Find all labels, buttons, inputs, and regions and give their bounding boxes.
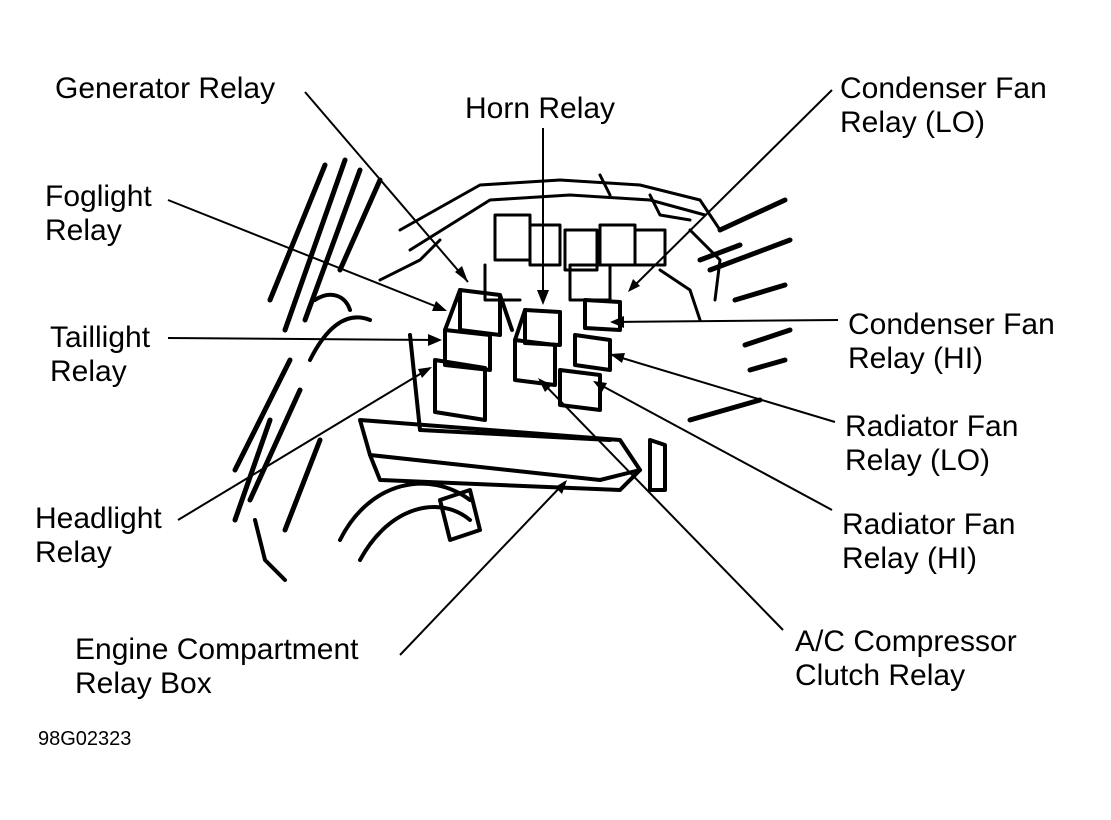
taillight-leader bbox=[167, 337, 441, 341]
fender-shading bbox=[232, 157, 383, 533]
generator-relay-label: Generator Relay bbox=[55, 72, 276, 105]
ac-compressor-leader bbox=[539, 379, 784, 631]
condenser-hi-leader bbox=[611, 319, 839, 323]
horn-relay-label: Horn Relay bbox=[465, 92, 616, 125]
headlight-leader bbox=[177, 367, 431, 521]
leader-lines bbox=[167, 89, 839, 656]
radiator-lo-leader bbox=[611, 354, 836, 423]
generator-leader bbox=[304, 91, 469, 283]
condenser-fan-relay-hi-label: Condenser Fan Relay (HI) bbox=[848, 308, 1055, 375]
arrowheads bbox=[418, 266, 640, 494]
condenser-fan-relay-lo-label: Condenser Fan Relay (LO) bbox=[840, 72, 1047, 139]
condenser-lo-leader bbox=[629, 89, 833, 291]
radiator-fan-relay-lo-label: Radiator Fan Relay (LO) bbox=[845, 410, 1019, 477]
engine-compartment-relay-box-label: Engine Compartment Relay Box bbox=[75, 633, 359, 700]
right-relay-stack bbox=[558, 298, 622, 412]
left-relay-stack bbox=[433, 288, 514, 422]
cowl-outline bbox=[378, 173, 722, 302]
radiator-fan-relay-hi-label: Radiator Fan Relay (HI) bbox=[842, 508, 1016, 575]
lower-hoses bbox=[253, 292, 667, 582]
radiator-hi-leader bbox=[594, 381, 833, 511]
middle-relay-stack bbox=[513, 308, 562, 387]
taillight-relay-label: Taillight Relay bbox=[50, 321, 151, 388]
right-side-shading bbox=[687, 197, 793, 423]
rear-components bbox=[483, 213, 702, 322]
ac-compressor-clutch-relay-label: A/C Compressor Clutch Relay bbox=[795, 625, 1017, 692]
relay-box-leader bbox=[399, 481, 566, 656]
headlight-relay-label: Headlight Relay bbox=[35, 502, 162, 569]
foglight-leader bbox=[167, 199, 446, 311]
figure-id: 98G02323 bbox=[38, 728, 132, 750]
foglight-relay-label: Foglight Relay bbox=[45, 180, 152, 247]
relay-box-body bbox=[358, 333, 642, 492]
